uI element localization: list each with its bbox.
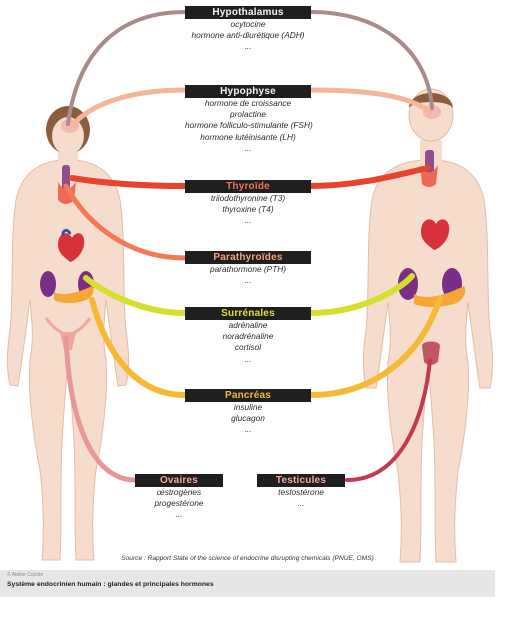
gland-title: Ovaires — [135, 474, 223, 487]
connector-line — [69, 87, 188, 129]
gland-title: Parathyroïdes — [185, 251, 311, 264]
connector-line — [308, 87, 433, 115]
hormone: ocytocine — [230, 19, 266, 29]
gland-hypophyse: Hypophyse hormone de croissance prolacti… — [185, 85, 313, 154]
connector-line — [309, 10, 434, 110]
hormone: ... — [244, 215, 252, 226]
hormone: parathormone (PTH) — [209, 264, 287, 274]
gland-title: Hypophyse — [185, 85, 311, 98]
hormone: testostérone — [278, 487, 324, 497]
hormone: ... — [244, 275, 252, 286]
gland-pancreas: Pancréas insuline glucagon ... — [185, 389, 311, 436]
hormone: œstrogènes — [156, 487, 202, 497]
connector-line — [308, 273, 415, 316]
gland-thyroide: Thyroïde triiodothyronine (T3) thyroxine… — [185, 180, 311, 227]
hormone: hormone folliculo-stimulante (FSH) — [185, 120, 313, 131]
hormone: ... — [244, 424, 252, 435]
hormone: triiodothyronine (T3) — [210, 193, 286, 203]
connector-line — [63, 335, 138, 483]
figure-caption: Système endocrinien humain : glandes et … — [7, 581, 214, 588]
hormone: glucagon — [231, 413, 265, 424]
connector-line — [63, 183, 188, 261]
hormone: cortisol — [234, 342, 262, 353]
hormone: ... — [244, 41, 252, 52]
hormone: ... — [175, 509, 183, 520]
gland-title: Testicules — [257, 474, 345, 487]
hormone: hormone anti-diurétique (ADH) — [191, 30, 305, 41]
gland-testicules: Testicules testostérone ... — [257, 474, 345, 509]
hormone: adrénaline — [228, 320, 268, 330]
hormone: prolactine — [230, 109, 266, 120]
source-note: Source : Rapport State of the science of… — [121, 555, 374, 562]
connector-line — [69, 175, 188, 189]
hormone: hormone de croissance — [204, 98, 292, 108]
connector-line — [66, 10, 187, 126]
connector-line — [89, 297, 188, 398]
hormone: ... — [244, 353, 252, 364]
hormone: insuline — [233, 402, 263, 412]
connector-lines — [63, 10, 443, 483]
gland-title: Hypothalamus — [185, 6, 311, 19]
hormone: noradrénaline — [222, 331, 274, 342]
gland-ovaires: Ovaires œstrogènes progestérone ... — [135, 474, 223, 521]
gland-hypothalamus: Hypothalamus ocytocine hormone anti-diur… — [185, 6, 311, 53]
hormone: ... — [244, 142, 252, 153]
anatomy-illustration — [6, 10, 494, 563]
hormone: thyroxine (T4) — [222, 204, 274, 215]
gland-surrenales: Surrénales adrénaline noradrénaline cort… — [185, 307, 311, 365]
hormone: ... — [297, 498, 305, 509]
hormone: hormone lutéinisante (LH) — [200, 131, 296, 142]
gland-title: Pancréas — [185, 389, 311, 402]
connector-line — [308, 165, 431, 189]
connector-line — [83, 275, 188, 316]
gland-parathyroides: Parathyroïdes parathormone (PTH) ... — [185, 251, 311, 286]
connector-line — [308, 295, 443, 398]
female-body — [6, 106, 130, 561]
gland-title: Thyroïde — [185, 180, 311, 193]
endocrine-figure: Hypothalamus ocytocine hormone anti-diur… — [6, 6, 494, 563]
credit-text: © Atelier Cocote — [7, 572, 44, 578]
gland-title: Surrénales — [185, 307, 311, 320]
hormone: progestérone — [154, 498, 204, 509]
connector-line — [345, 358, 432, 482]
caption-bar — [0, 570, 495, 597]
